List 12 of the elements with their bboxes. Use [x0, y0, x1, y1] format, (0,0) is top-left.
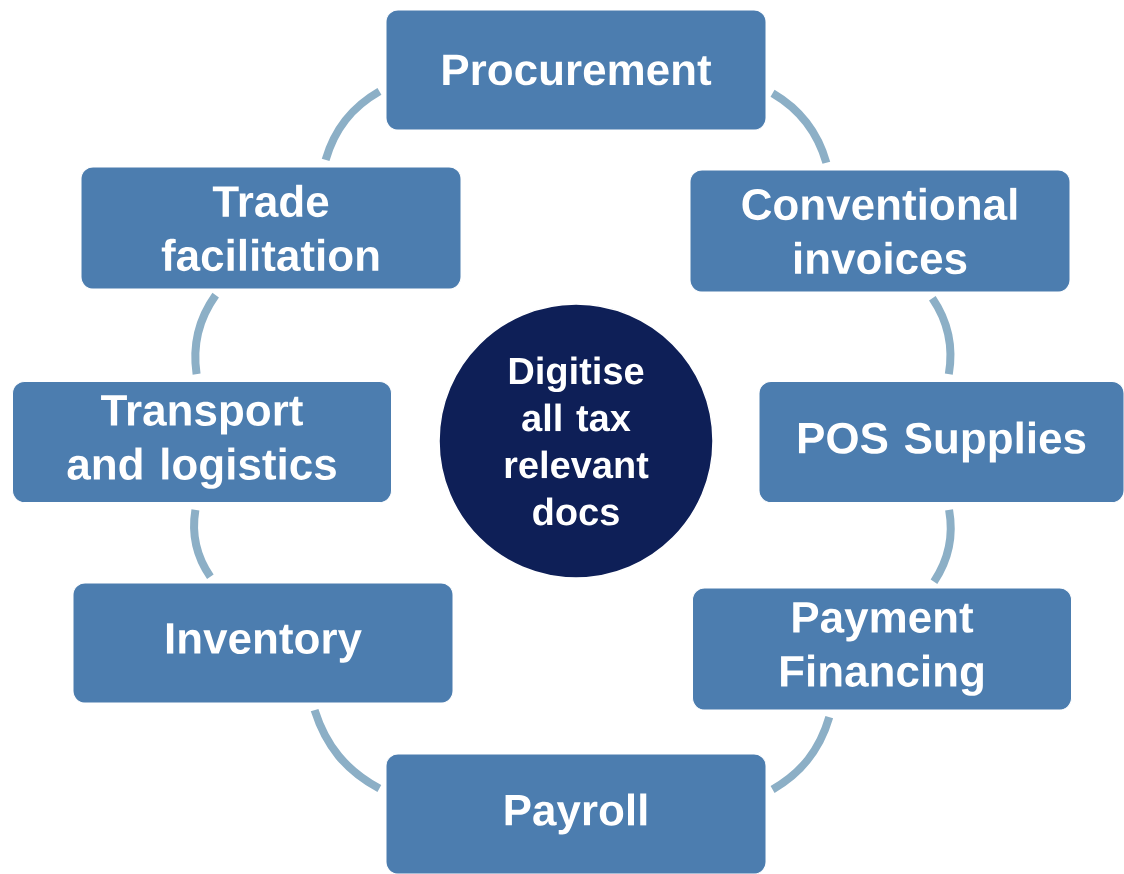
- ring-arc: [770, 89, 831, 164]
- process-box: Trade facilitation: [80, 166, 462, 290]
- process-box: Inventory: [72, 582, 454, 704]
- process-box: Conventional invoices: [689, 169, 1071, 293]
- ring-arc: [321, 87, 382, 161]
- ring-arc: [310, 708, 382, 793]
- ring-arc: [770, 716, 834, 793]
- process-box: POS Supplies: [758, 381, 1124, 503]
- process-box: Transport and logistics: [12, 381, 392, 503]
- process-box: Payroll: [385, 753, 767, 874]
- process-box: Procurement: [385, 9, 767, 131]
- process-box: Payment Financing: [692, 587, 1072, 711]
